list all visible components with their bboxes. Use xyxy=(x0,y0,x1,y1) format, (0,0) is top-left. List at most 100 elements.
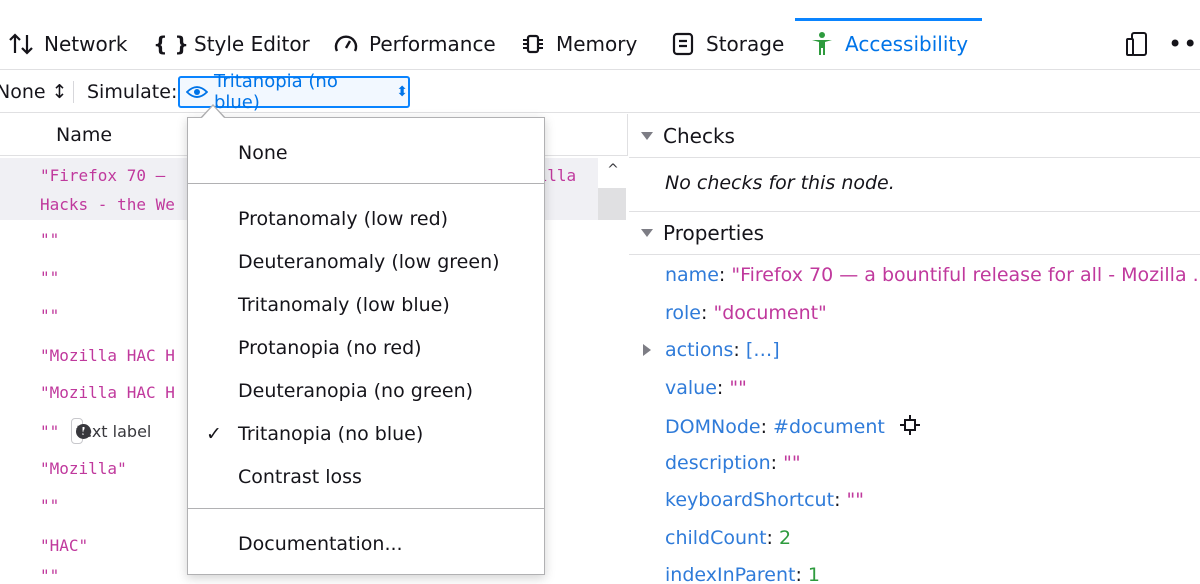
storage-icon xyxy=(670,31,696,57)
tree-row-text: "" xyxy=(40,230,60,249)
prop-colon: : xyxy=(701,302,714,324)
expand-arrow-icon[interactable] xyxy=(643,344,651,356)
property-role[interactable]: role: "document" xyxy=(665,302,827,324)
network-icon xyxy=(8,31,34,57)
property-value[interactable]: value: "" xyxy=(665,377,747,399)
devtools-tab-bar: Network { } Style Editor Performance Mem… xyxy=(0,18,1200,70)
tree-scrollbar[interactable]: ^ xyxy=(598,156,628,584)
section-title: Properties xyxy=(663,221,765,245)
prop-colon: : xyxy=(766,527,779,549)
prop-key: actions xyxy=(665,339,734,361)
property-index-in-parent[interactable]: indexInParent: 1 xyxy=(665,564,820,584)
menu-arrow-fill xyxy=(201,106,225,119)
checks-section-header[interactable]: Checks xyxy=(629,114,1200,158)
menu-item-label: None xyxy=(238,142,288,164)
expand-triangle-icon xyxy=(641,229,653,237)
tree-row-text: "" xyxy=(40,268,60,287)
tab-network[interactable]: Network xyxy=(8,18,128,70)
prop-value: 2 xyxy=(778,527,792,549)
tree-row-text: "Mozilla HAC H xyxy=(40,383,175,402)
responsive-design-icon xyxy=(1126,32,1147,56)
tree-row-text: "Mozilla HAC H xyxy=(40,346,175,365)
property-child-count[interactable]: childCount: 2 xyxy=(665,527,791,549)
tab-label: Network xyxy=(44,32,128,56)
menu-item-deuteranomaly[interactable]: Deuteranomaly (low green) xyxy=(188,242,544,282)
responsive-design-button[interactable] xyxy=(1124,18,1152,70)
updown-chevron-icon: ⬍ xyxy=(396,84,408,100)
menu-item-deuteranopia[interactable]: Deuteranopia (no green) xyxy=(188,371,544,411)
filter-select[interactable]: None ↕ xyxy=(0,71,68,113)
simulate-label-text: Simulate: xyxy=(87,81,178,103)
tree-row[interactable]: "Mozilla HAC H xyxy=(0,379,598,409)
menu-item-protanopia[interactable]: Protanopia (no red) xyxy=(188,328,544,368)
tree-row[interactable]: "" xyxy=(0,264,598,294)
properties-section-header[interactable]: Properties xyxy=(629,211,1200,255)
tab-label: Performance xyxy=(369,32,496,56)
simulate-label: Simulate: xyxy=(87,71,177,113)
property-description[interactable]: description: "" xyxy=(665,452,801,474)
inspect-node-icon[interactable] xyxy=(899,414,921,436)
tree-row[interactable]: "" xyxy=(0,226,598,256)
menu-item-tritanopia[interactable]: ✓ Tritanopia (no blue) xyxy=(188,414,544,454)
prop-value: "" xyxy=(846,489,864,511)
tree-row-text: "" xyxy=(40,566,60,584)
more-options-button[interactable]: ••• xyxy=(1168,18,1200,70)
tree-row[interactable]: "" xyxy=(0,566,598,584)
tree-row[interactable]: "Mozilla" xyxy=(0,455,598,485)
menu-separator xyxy=(188,508,544,509)
menu-item-label: Protanomaly (low red) xyxy=(238,208,449,230)
tab-accessibility[interactable]: Accessibility xyxy=(794,18,983,70)
text-label-badge[interactable]: !text label xyxy=(71,418,151,444)
tree-row[interactable]: "" !text label xyxy=(0,418,598,448)
prop-key: name xyxy=(665,264,719,286)
tree-row-text: "" xyxy=(40,496,60,515)
property-keyboard-shortcut[interactable]: keyboardShortcut: "" xyxy=(665,489,864,511)
menu-item-contrast-loss[interactable]: Contrast loss xyxy=(188,457,544,497)
property-domnode[interactable]: DOMNode: #document xyxy=(665,414,921,438)
menu-item-none[interactable]: None xyxy=(188,133,544,173)
window-top-strip xyxy=(0,0,1200,18)
property-actions[interactable]: actions: […] xyxy=(665,339,780,361)
tree-row[interactable]: "" xyxy=(0,492,598,522)
expand-triangle-icon xyxy=(641,131,653,140)
simulation-menu: None Protanomaly (low red) Deuteranomaly… xyxy=(187,117,545,575)
tab-storage[interactable]: Storage xyxy=(670,18,784,70)
eye-icon xyxy=(186,86,208,98)
menu-item-documentation[interactable]: Documentation... xyxy=(188,524,544,564)
section-title: Checks xyxy=(663,123,735,148)
tree-row[interactable]: "Mozilla HAC H xyxy=(0,342,598,372)
badge-label: text label xyxy=(76,421,152,441)
scrollbar-thumb[interactable] xyxy=(598,188,626,220)
menu-item-label: Deuteranomaly (low green) xyxy=(238,251,500,273)
more-icon: ••• xyxy=(1168,30,1200,58)
warning-icon: ! xyxy=(76,423,91,439)
prop-colon: : xyxy=(795,564,808,584)
column-header-name[interactable]: Name xyxy=(56,124,113,146)
property-name[interactable]: name: "Firefox 70 — a bountiful release … xyxy=(665,264,1199,286)
tree-row[interactable]: "" xyxy=(0,302,598,332)
accessibility-icon xyxy=(809,31,835,57)
tab-label: Accessibility xyxy=(845,32,969,56)
toolbar-divider xyxy=(73,81,74,103)
tab-style-editor[interactable]: { } Style Editor xyxy=(153,18,310,70)
simulate-value: Tritanopia (no blue) xyxy=(213,71,338,113)
prop-value: […] xyxy=(745,339,780,361)
menu-item-label: Contrast loss xyxy=(238,466,362,488)
prop-value: "Firefox 70 — a bountiful release for al… xyxy=(731,264,1199,286)
simulate-dropdown-button[interactable]: Tritanopia (no blue) ⬍ xyxy=(178,71,410,113)
prop-colon: : xyxy=(733,339,746,361)
tab-memory[interactable]: Memory xyxy=(520,18,637,70)
prop-key: description xyxy=(665,452,771,474)
prop-value: "" xyxy=(783,452,801,474)
chevron-up-icon[interactable]: ^ xyxy=(607,162,619,178)
prop-value: 1 xyxy=(807,564,820,584)
menu-item-protanomaly[interactable]: Protanomaly (low red) xyxy=(188,199,544,239)
tree-row-text: "Mozilla" xyxy=(40,459,127,478)
tree-row-text: "" xyxy=(40,306,60,325)
menu-item-tritanomaly[interactable]: Tritanomaly (low blue) xyxy=(188,285,544,325)
tree-row[interactable]: "HAC" xyxy=(0,532,598,562)
prop-key: role xyxy=(665,302,701,324)
menu-item-label: Documentation... xyxy=(238,533,403,555)
menu-item-label: Protanopia (no red) xyxy=(238,337,422,359)
tab-performance[interactable]: Performance xyxy=(333,18,496,70)
